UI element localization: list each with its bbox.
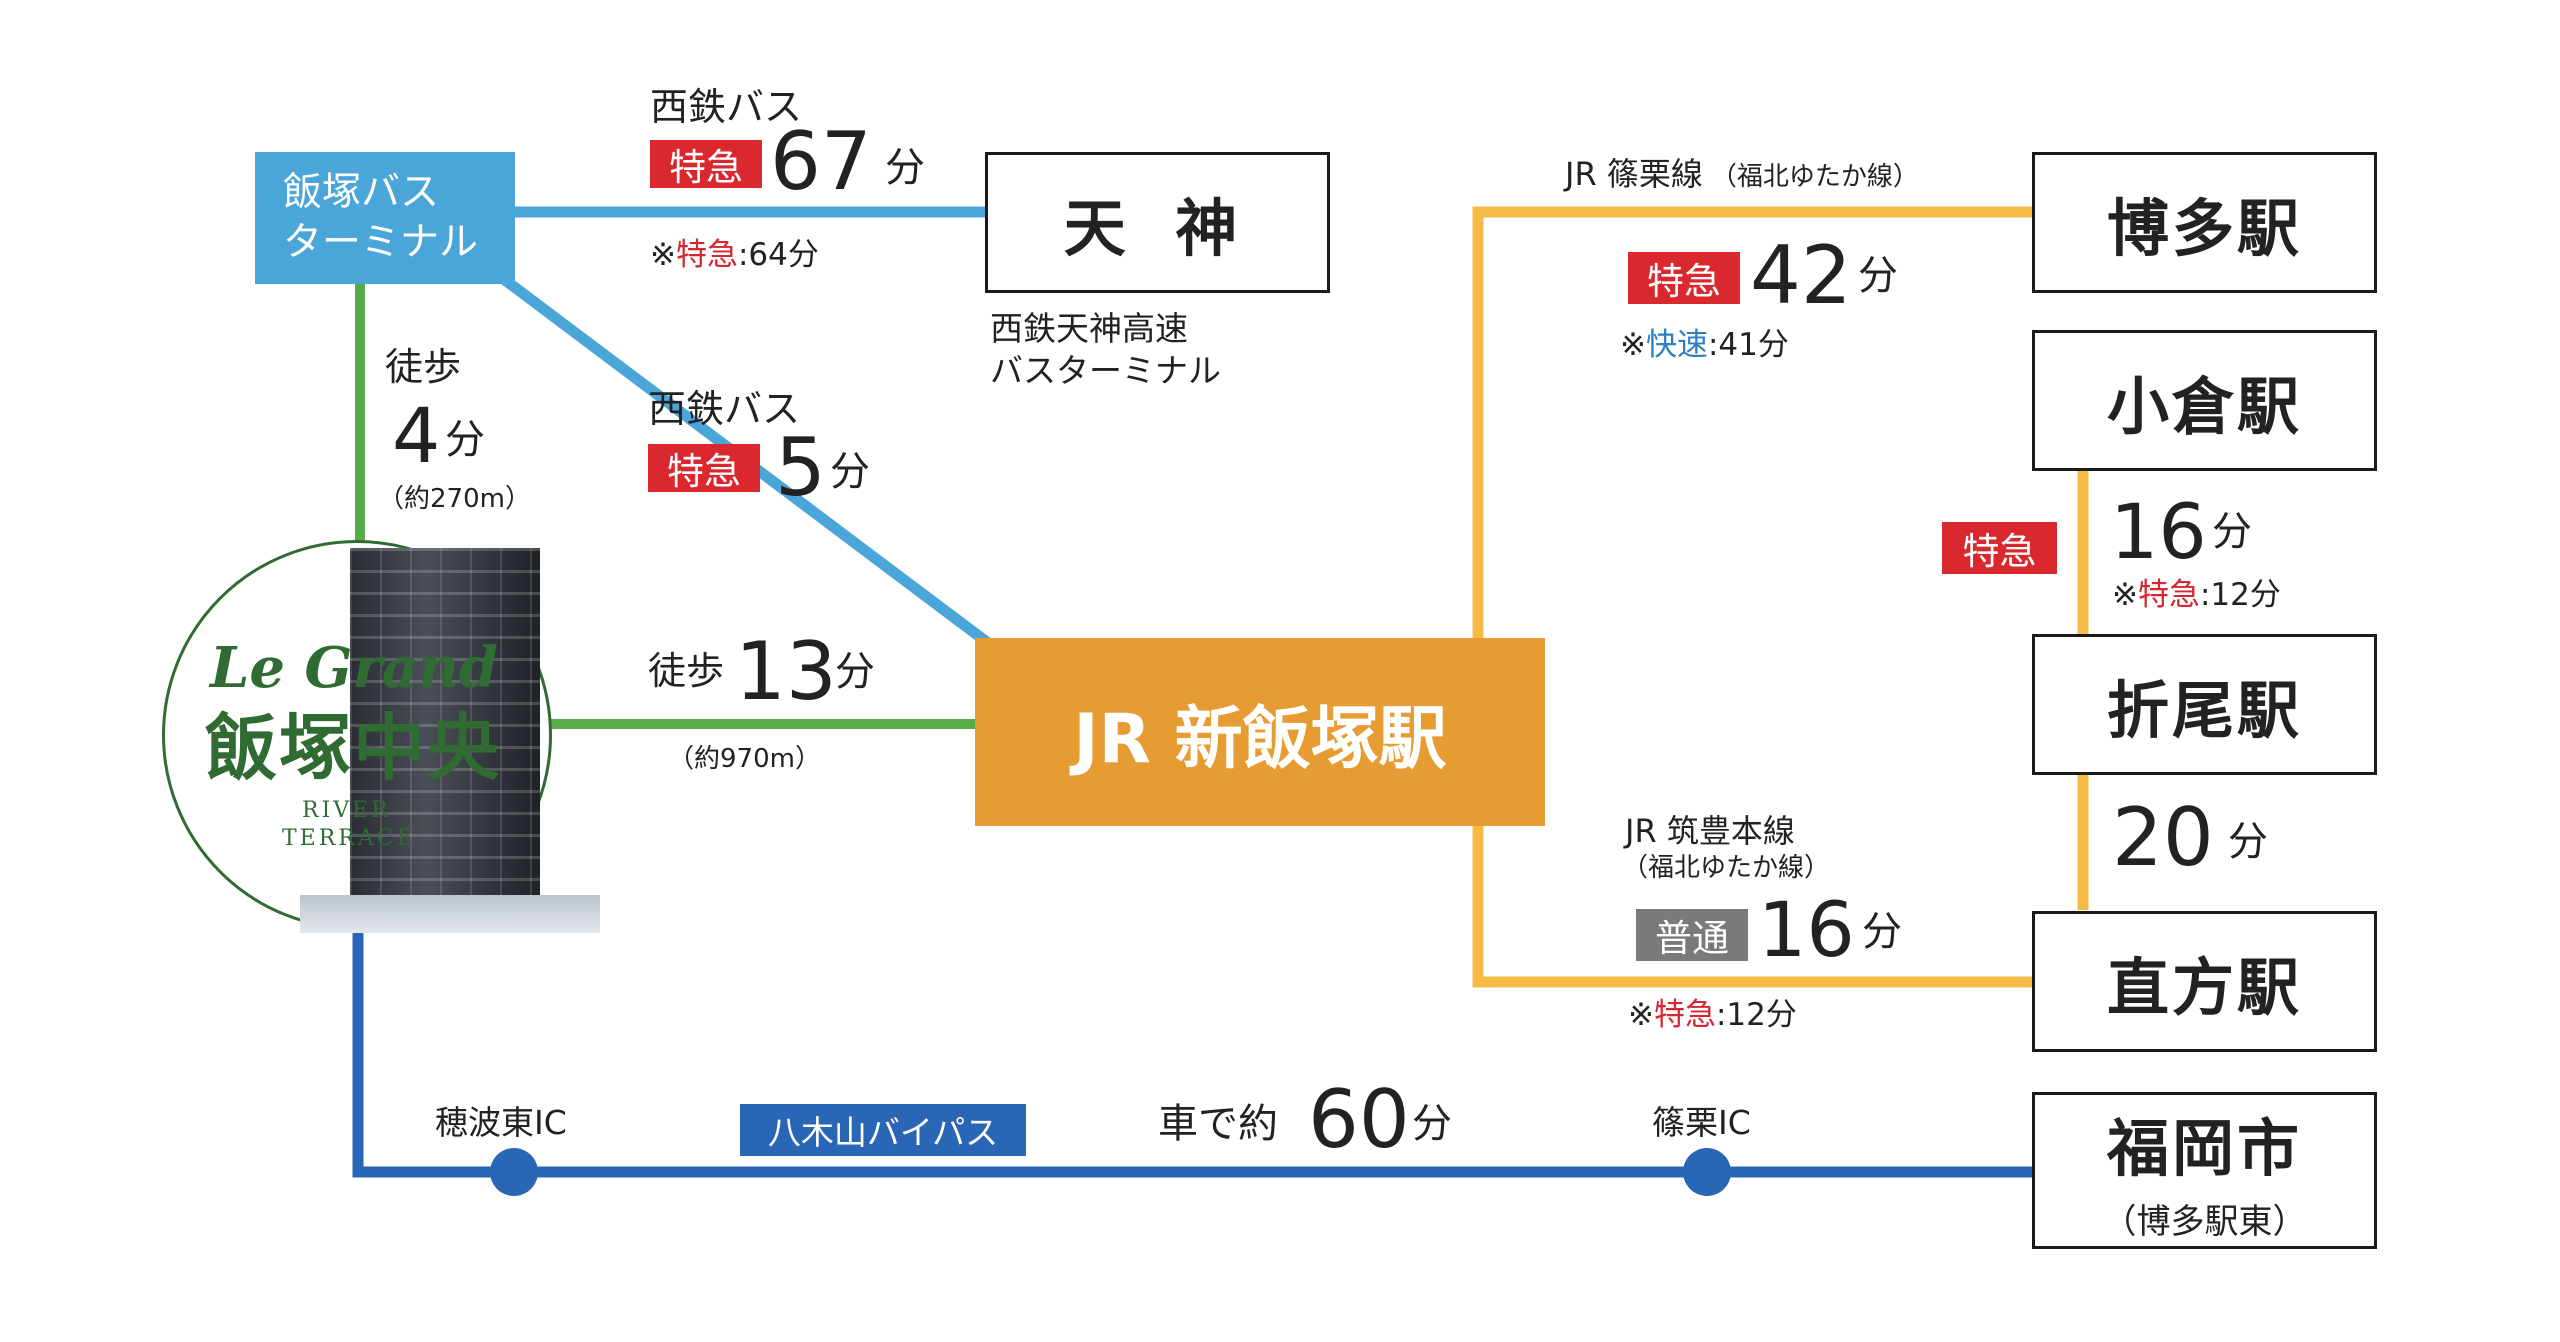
tenjin-station-box: 天 神 [985, 152, 1330, 293]
car-route-line [352, 895, 2032, 1178]
jr-line-to-nogata [1472, 820, 2032, 988]
line-name: JR 篠栗線 [1565, 155, 1703, 193]
line-sub: （福北ゆたか線） [1710, 162, 1919, 192]
hakata-label: 博多駅 [2106, 191, 2302, 265]
bus-tenjin-note: ※ 特急 :64分 [650, 240, 819, 271]
nogata-label: 直方駅 [2106, 950, 2302, 1024]
jr-chikuho-line-name: JR 筑豊本線 [1625, 812, 1795, 850]
tenjin-label: 天 神 [1063, 191, 1252, 265]
note-mark: ※ [1620, 327, 1646, 363]
bus-operator-station: 西鉄バス [648, 387, 801, 431]
car-minutes: 60 [1308, 1073, 1410, 1166]
building-image [350, 548, 540, 908]
fukuoka-label: 福岡市 [2106, 1112, 2302, 1185]
hakata-minutes: 42 [1750, 229, 1852, 322]
note-time: :41分 [1707, 327, 1789, 363]
express-tag-kokura: 特急 [1942, 522, 2057, 574]
logo-script: Le Grand [210, 635, 498, 701]
jr-chikuho-line-sub: （福北ゆたか線） [1622, 853, 1831, 883]
orio-nogata-unit: 分 [2228, 819, 2268, 865]
bus-station-minutes: 5 [775, 421, 826, 514]
note-type: 特急 [1653, 997, 1716, 1033]
note-mark: ※ [2112, 577, 2138, 613]
kokura-station-box: 小倉駅 [2032, 330, 2377, 471]
logo-sub-1: RIVER [302, 798, 391, 823]
note-time: :12分 [2199, 577, 2281, 613]
note-time: :12分 [1715, 997, 1797, 1033]
logo-sub-2: TERRACE [282, 826, 416, 851]
bus-station-unit: 分 [830, 449, 870, 495]
nogata-station-box: 直方駅 [2032, 911, 2377, 1052]
kokura-label: 小倉駅 [2106, 369, 2302, 443]
express-tag-bus-station: 特急 [648, 444, 760, 493]
orio-station-box: 折尾駅 [2032, 634, 2377, 775]
walk-terminal-minutes: 4 [392, 391, 441, 480]
car-prefix: 車で約 [1158, 1101, 1278, 1147]
note-mark: ※ [1628, 997, 1654, 1033]
express-tag-bus-tenjin: 特急 [650, 140, 762, 189]
jr-sasaguri-line-label: JR 篠栗線 （福北ゆたか線） [1565, 158, 1919, 190]
walk-mode-station: 徒歩 [648, 649, 725, 693]
note-time: :64分 [737, 237, 819, 273]
walk-station-distance: （約970m） [668, 744, 821, 774]
note-type: 特急 [2137, 577, 2200, 613]
walk-station-unit: 分 [835, 649, 875, 695]
kokura-note: ※ 特急 :12分 [2112, 580, 2281, 611]
note-type: 特急 [675, 237, 738, 273]
kokura-minutes: 16 [2110, 487, 2207, 576]
bus-tenjin-minutes: 67 [770, 115, 872, 208]
hakata-station-box: 博多駅 [2032, 152, 2377, 293]
local-tag-nogata: 普通 [1636, 909, 1748, 961]
walk-terminal-distance: （約270m） [378, 484, 531, 514]
walk-mode-terminal: 徒歩 [385, 345, 462, 389]
shin-iizuka-station-box: JR 新飯塚駅 [975, 638, 1545, 826]
ic-dot-sasaguri [1683, 1148, 1731, 1196]
express-tag-hakata: 特急 [1628, 252, 1740, 304]
shin-iizuka-label: JR 新飯塚駅 [1073, 699, 1447, 779]
kokura-unit: 分 [2212, 509, 2252, 555]
tenjin-note-2: バスターミナル [990, 351, 1221, 390]
hakata-unit: 分 [1858, 253, 1898, 299]
walk-station-minutes: 13 [735, 625, 837, 718]
car-unit: 分 [1412, 1101, 1452, 1147]
ic-honami-label: 穂波東IC [435, 1103, 567, 1142]
building-ground [300, 895, 600, 933]
fukuoka-box: 福岡市 （博多駅東） [2032, 1092, 2377, 1249]
bus-terminal-box: 飯塚バス ターミナル [255, 152, 515, 284]
bus-tenjin-unit: 分 [885, 145, 925, 191]
hakata-note: ※ 快速 :41分 [1620, 330, 1789, 361]
nogata-unit: 分 [1862, 909, 1902, 955]
fukuoka-sub-label: （博多駅東） [2102, 1202, 2307, 1242]
orio-nogata-minutes: 20 [2112, 791, 2214, 884]
nogata-note: ※ 特急 :12分 [1628, 1000, 1797, 1031]
ic-dot-honami [490, 1148, 538, 1196]
note-mark: ※ [650, 237, 676, 273]
note-type: 快速 [1645, 327, 1708, 363]
bus-terminal-line2: ターミナル [283, 220, 479, 265]
logo-name: 飯塚中央 [205, 705, 502, 790]
nogata-minutes: 16 [1758, 885, 1855, 974]
orio-label: 折尾駅 [2106, 673, 2302, 747]
bus-operator-tenjin: 西鉄バス [650, 85, 803, 129]
walk-terminal-unit: 分 [445, 417, 485, 463]
bypass-label: 八木山バイパス [767, 1113, 999, 1152]
bypass-label-box: 八木山バイパス [740, 1104, 1026, 1156]
ic-sasaguri-label: 篠栗IC [1652, 1103, 1751, 1142]
tenjin-note-1: 西鉄天神高速 [990, 309, 1188, 348]
bus-terminal-line1: 飯塚バス [283, 170, 440, 216]
jr-line-to-hakata [1472, 206, 2032, 640]
